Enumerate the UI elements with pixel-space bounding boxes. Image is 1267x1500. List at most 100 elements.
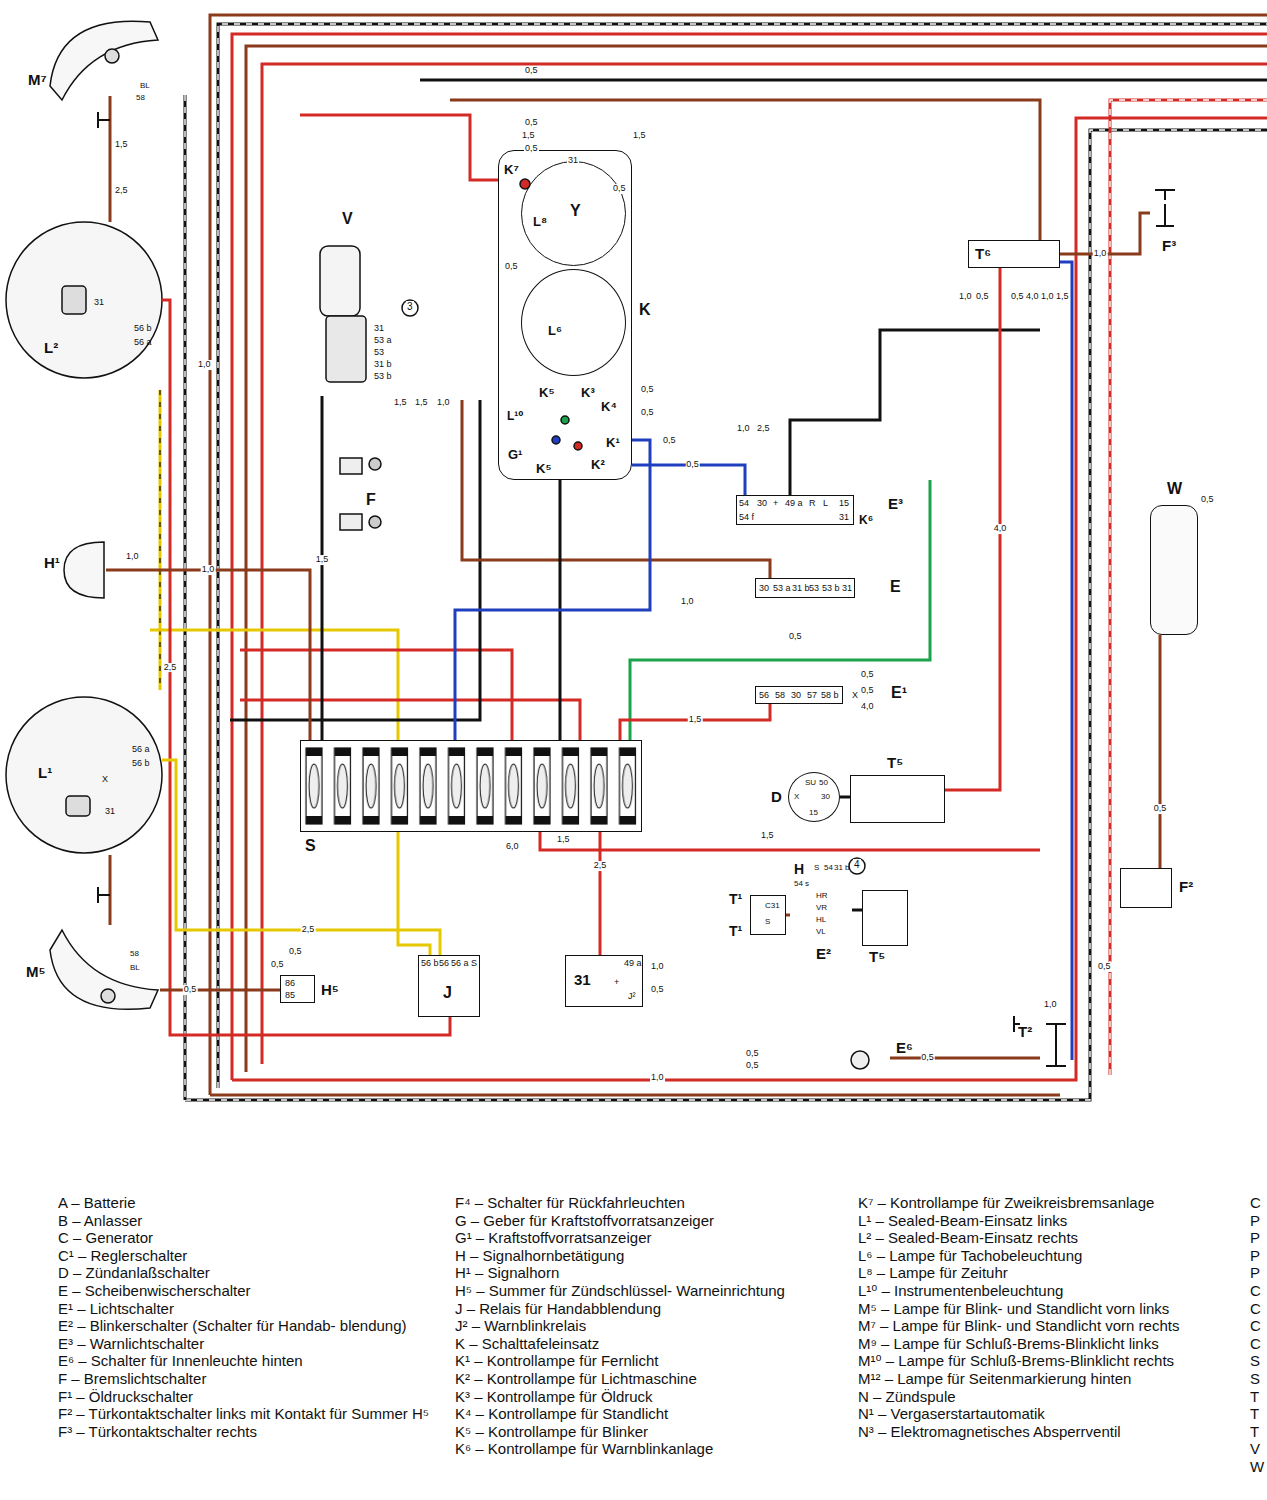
callout-number: 3 <box>406 301 414 312</box>
door-switch-symbol <box>1156 204 1174 226</box>
lamp-label: K³ <box>580 386 596 400</box>
component-label: T¹ <box>729 924 742 939</box>
component-label: S <box>471 959 477 969</box>
component-label: + <box>614 978 619 988</box>
component-label: M⁷ <box>28 72 47 89</box>
lamp-label: K⁴ <box>600 400 618 414</box>
wire-gauge: 0,5 <box>860 686 875 696</box>
wire-stripe <box>1110 100 1267 1075</box>
component-label: 58 b <box>821 691 839 701</box>
component-label: 56 a <box>134 338 152 348</box>
legend-entry: M¹² – Lampe für Seitenmarkierung hinten <box>858 1370 1131 1388</box>
wire <box>210 1094 1060 1097</box>
wire-gauge: 4,0 <box>993 524 1008 534</box>
legend-entry: W <box>1250 1458 1264 1476</box>
ignition-switch: SU50X3015D <box>788 772 840 822</box>
wire-gauge: 2,5 <box>756 424 771 434</box>
wire-connector <box>852 909 862 912</box>
component-label: S <box>814 864 819 873</box>
lamp-bulb <box>105 49 119 63</box>
wire-bundle <box>110 15 1267 1100</box>
brake-light-switch: F <box>330 455 390 530</box>
component-label: 56 a <box>132 745 150 755</box>
component-label: H <box>794 862 804 877</box>
speedometer-dial: L⁶ <box>521 269 626 376</box>
component-label: + <box>773 499 778 509</box>
legend-entry: K³ – Kontrollampe für Öldruck <box>455 1388 653 1406</box>
wire-gauge: 0,5 <box>685 460 700 470</box>
fuse-box: S <box>300 740 642 832</box>
component-label: VL <box>816 928 826 937</box>
legend-entry: A – Batterie <box>58 1194 136 1212</box>
component-label: 54 <box>824 864 833 873</box>
lamp-label: L¹⁰ <box>506 410 525 423</box>
wire-gauge: 4,0 <box>1025 292 1040 302</box>
component-label: R <box>809 499 816 509</box>
component-label: T¹ <box>729 892 742 907</box>
wire <box>1110 100 1267 1075</box>
component-label: HR <box>816 892 828 901</box>
instrument-cluster: KYL⁶ <box>498 150 632 480</box>
wire-gauge: 0,5 <box>504 262 519 272</box>
component-label: 53 b <box>374 372 392 382</box>
wire-gauge: 1,0 <box>650 1073 665 1083</box>
wire-gauge: 0,5 <box>1010 292 1025 302</box>
legend-entry: E – Scheibenwischerschalter <box>58 1282 251 1300</box>
legend-entry: T <box>1250 1423 1259 1441</box>
legend-entry: P <box>1250 1264 1260 1282</box>
wire <box>230 400 480 720</box>
wire <box>450 100 1040 240</box>
component-label: J² <box>628 992 636 1002</box>
wire <box>240 650 512 740</box>
wire-stripe <box>159 390 160 690</box>
legend-entry: C¹ – Reglerschalter <box>58 1247 187 1265</box>
legend-entry: K⁴ – Kontrollampe für Standlicht <box>455 1405 668 1423</box>
wire-gauge: 0,5 <box>1200 495 1215 505</box>
legend-entry: H⁵ – Summer für Zündschlüssel- Warneinri… <box>455 1282 785 1300</box>
component-label: K <box>639 301 651 319</box>
wire <box>462 400 770 578</box>
component-label: D <box>771 789 782 806</box>
component-label: C31 <box>765 902 780 911</box>
wire <box>398 832 430 955</box>
turn-lamp <box>50 930 158 1009</box>
legend-entry: M¹⁰ – Lampe für Schluß-Brems-Blinklicht … <box>858 1352 1174 1370</box>
wire-gauge: 0,5 <box>975 292 990 302</box>
component-label: 31 <box>374 324 384 334</box>
component-label: 31 <box>839 513 849 523</box>
wire-gauge: 1,5 <box>556 835 571 845</box>
legend-entry: F¹ – Öldruckschalter <box>58 1388 193 1406</box>
headlight-outline <box>6 697 162 853</box>
wire-gauge: 2,5 <box>593 861 608 871</box>
component-label: T⁵ <box>887 755 903 772</box>
component-label: 15 <box>809 809 818 818</box>
component-label: Y <box>570 202 581 220</box>
component-label: 31 <box>105 807 115 817</box>
callout-circle <box>402 300 418 316</box>
component-label: 85 <box>285 991 295 1001</box>
wire-gauge: 0,5 <box>745 1061 760 1071</box>
wire-gauge: 0,5 <box>524 66 539 76</box>
wire-gauge: 1,0 <box>1093 249 1108 259</box>
legend-entry: L¹ – Sealed-Beam-Einsatz links <box>858 1212 1067 1230</box>
component-label: K⁶ <box>859 514 873 527</box>
headlight: L²56 b56 a31 <box>6 220 162 380</box>
connector-symbol <box>1046 1024 1066 1066</box>
wire-gauge: 0,5 <box>788 632 803 642</box>
legend-entry: P <box>1250 1229 1260 1247</box>
component-label: 31 <box>842 584 852 594</box>
component-label: 54 s <box>794 880 809 889</box>
component-label: 53 a <box>773 584 791 594</box>
component-label: F³ <box>1162 238 1176 255</box>
interior-light-switch: E⁶ <box>840 1048 890 1072</box>
component-label: 58 <box>775 691 785 701</box>
wire-stripe <box>218 24 1267 1088</box>
horn-symbol <box>64 542 104 598</box>
wire-gauge: 0,5 <box>1153 804 1168 814</box>
component-label: 86 <box>285 979 295 989</box>
wire-stripe <box>185 130 1267 1100</box>
component-label: 56 <box>439 959 449 969</box>
legend-entry: F³ – Türkontaktschalter rechts <box>58 1423 257 1441</box>
legend-entry: H¹ – Signalhorn <box>455 1264 559 1282</box>
warning-lamp <box>520 179 530 189</box>
